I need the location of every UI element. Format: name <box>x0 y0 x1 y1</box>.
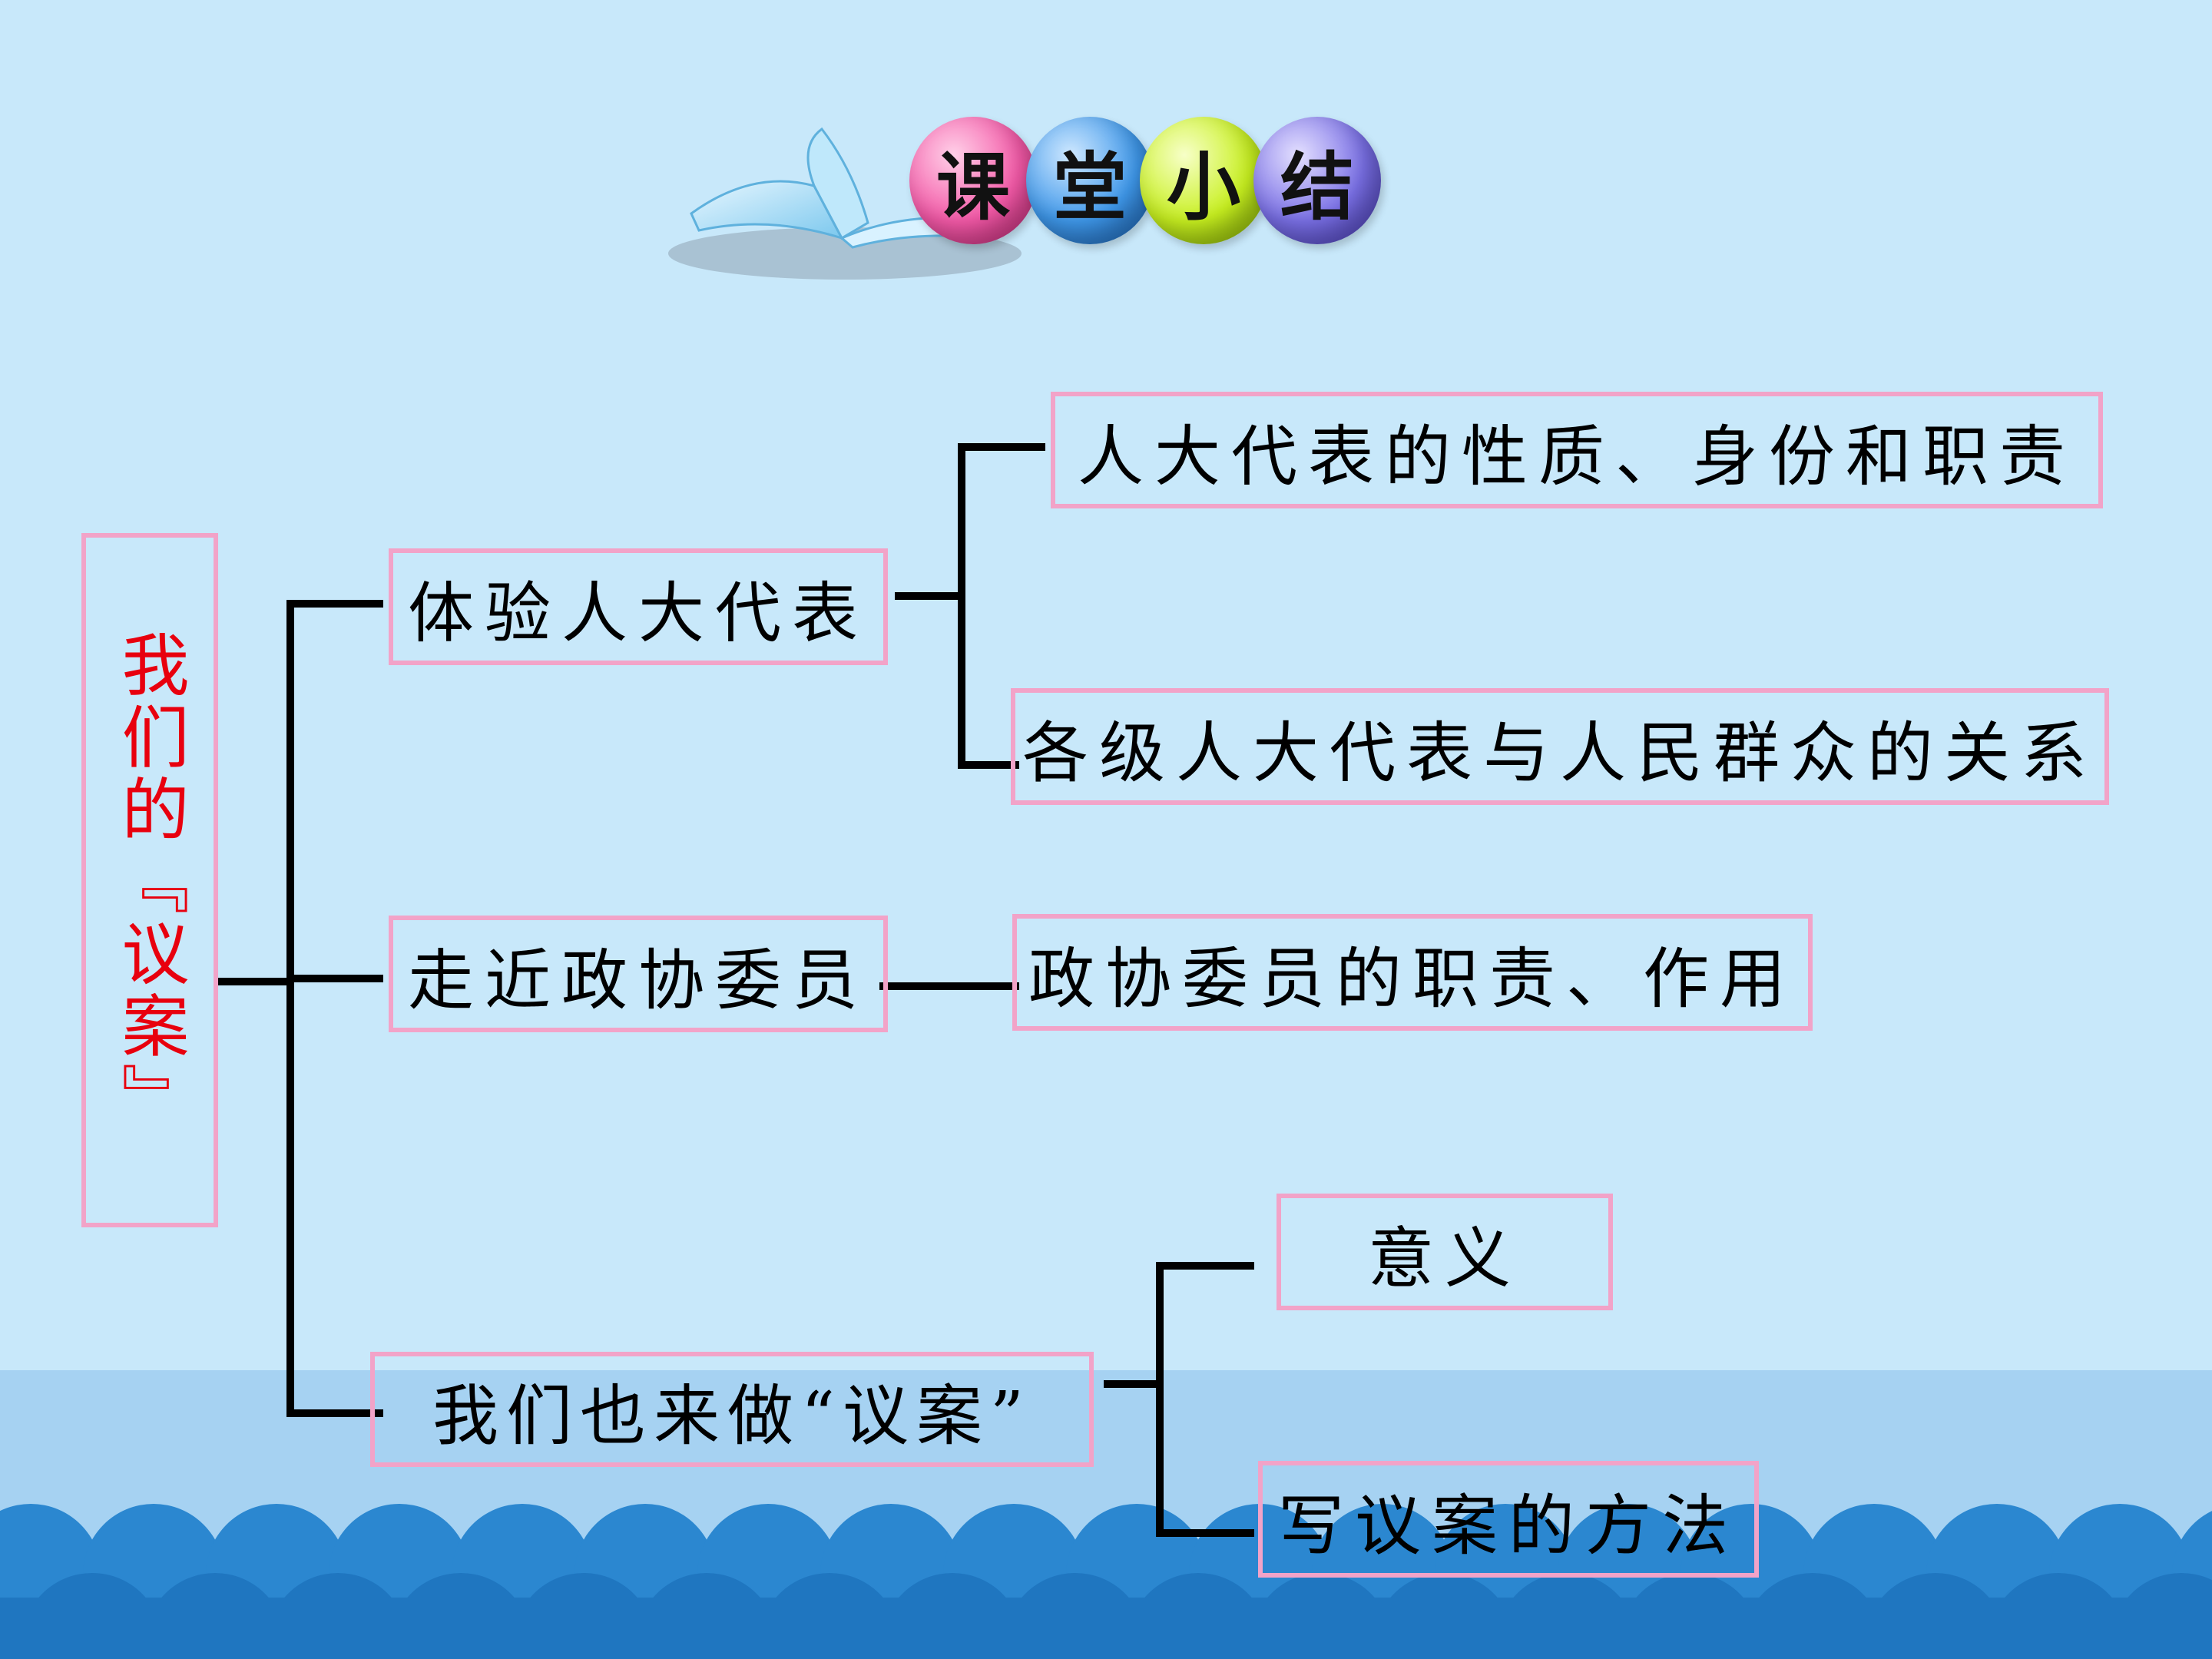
root-title: 我们的『议案』 <box>111 630 190 1135</box>
leaf-box-4: 意义 <box>1277 1194 1613 1310</box>
header-char-1: 课 <box>909 117 1037 244</box>
book-icon <box>668 127 1022 280</box>
leaf-box-1: 人大代表的性质、身份和职责 <box>1051 392 2103 508</box>
header-char-4: 结 <box>1253 117 1381 244</box>
root-title-box: 我们的『议案』 <box>81 533 218 1227</box>
header-char-3: 小 <box>1140 117 1267 244</box>
branch-box-3: 我们也来做“议案” <box>370 1352 1094 1467</box>
leaf-box-3: 政协委员的职责、作用 <box>1012 914 1813 1031</box>
leaf-box-5: 写议案的方法 <box>1258 1461 1759 1578</box>
branch-box-1: 体验人大代表 <box>389 548 888 665</box>
header-char-2: 堂 <box>1026 117 1154 244</box>
branch-box-2: 走近政协委员 <box>389 916 888 1032</box>
leaf-box-2: 各级人大代表与人民群众的关系 <box>1011 688 2109 805</box>
